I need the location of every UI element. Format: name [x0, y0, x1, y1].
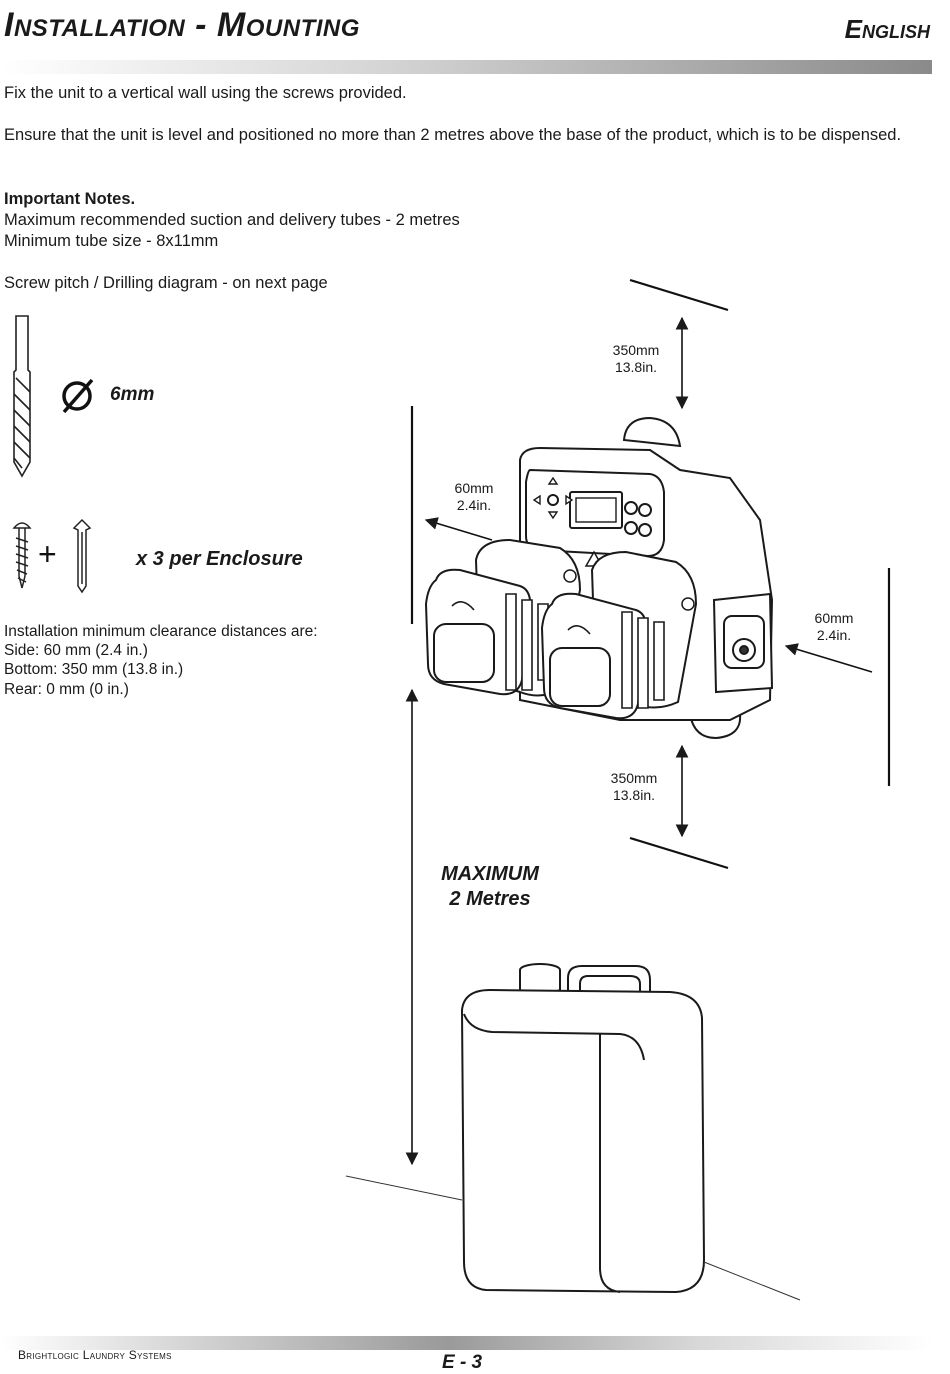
right-dimension-mm: 60mm: [814, 610, 854, 626]
plus-sign: +: [38, 536, 57, 572]
bottom-reference-line: [629, 836, 729, 870]
right-dimension-in: 2.4in.: [816, 627, 852, 643]
floor-line-right: [703, 1261, 801, 1301]
bottom-dimension-label: 350mm 13.8in.: [594, 770, 674, 804]
clearance-side: Side: 60 mm (2.4 in.): [4, 642, 148, 659]
clearance-intro: Installation minimum clearance distances…: [4, 623, 318, 640]
control-button-4: [638, 523, 652, 537]
right-dimension-label: 60mm 2.4in.: [794, 610, 874, 644]
instruction-level: Ensure that the unit is level and positi…: [4, 126, 902, 144]
instruction-fix-unit: Fix the unit to a vertical wall using th…: [4, 84, 407, 102]
clearance-rear: Rear: 0 mm (0 in.): [4, 681, 129, 698]
bottom-dimension-in: 13.8in.: [612, 787, 656, 803]
floor-line-left: [345, 1175, 463, 1201]
wall-plug-icon: [72, 518, 92, 594]
control-button-2: [638, 503, 652, 517]
screw-pitch-note: Screw pitch / Drilling diagram - on next…: [4, 274, 328, 292]
drill-bit-icon: [13, 315, 31, 478]
control-button-3: [624, 521, 638, 535]
diameter-icon: [62, 378, 94, 414]
dispenser-unit-illustration: [424, 416, 774, 740]
canister-illustration: [460, 963, 706, 1294]
page-number: E - 3: [442, 1352, 483, 1373]
fixings-quantity: x 3 per Enclosure: [136, 548, 303, 570]
control-button-1: [624, 501, 638, 515]
left-dimension-label: 60mm 2.4in.: [434, 480, 514, 514]
maximum-line2: 2 Metres: [449, 888, 531, 910]
language-label: English: [844, 14, 930, 44]
left-clearance-arrow: [424, 517, 493, 541]
display-screen: [569, 491, 623, 529]
top-dimension-mm: 350mm: [612, 342, 660, 358]
top-dimension-in: 13.8in.: [614, 359, 658, 375]
footer-divider: [0, 1336, 932, 1350]
header-divider: [0, 60, 932, 74]
footer-brand: Brightlogic Laundry Systems: [18, 1348, 172, 1362]
top-reference-line: [629, 278, 729, 312]
notes-tube-length: Maximum recommended suction and delivery…: [4, 211, 460, 229]
page-title: Installation - Mounting: [4, 6, 360, 44]
notes-tube-size: Minimum tube size - 8x11mm: [4, 232, 219, 250]
clearance-bottom: Bottom: 350 mm (13.8 in.): [4, 661, 184, 678]
left-dimension-in: 2.4in.: [456, 497, 492, 513]
notes-heading: Important Notes.: [4, 190, 136, 208]
screw-icon: [12, 522, 32, 589]
right-clearance-arrow: [784, 643, 873, 673]
maximum-line1: MAXIMUM: [441, 863, 539, 885]
top-dimension-label: 350mm 13.8in.: [596, 342, 676, 376]
maximum-height-label: MAXIMUM 2 Metres: [420, 862, 560, 912]
left-dimension-mm: 60mm: [454, 480, 494, 496]
drill-diameter: 6mm: [110, 384, 155, 405]
bottom-dimension-mm: 350mm: [610, 770, 658, 786]
